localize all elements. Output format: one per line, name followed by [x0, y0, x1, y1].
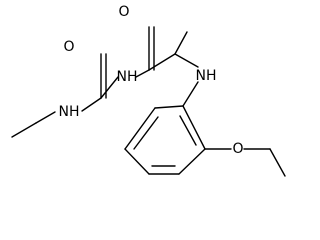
bond-carbonyl-nh2: [100, 76, 119, 99]
ring-bond-5: [178, 148, 206, 175]
bond-nh-carbonyl: [81, 97, 102, 112]
ring-bond-1: [154, 105, 184, 109]
atom-label-group: O O O NH NH NH: [59, 4, 244, 157]
ring-bond-6: [182, 105, 206, 150]
ring-bond-3: [124, 148, 150, 175]
atom-label-nh1: NH: [59, 104, 80, 120]
ring-double-1: [133, 116, 159, 150]
ring-double-3: [179, 115, 197, 146]
bond-group: [11, 26, 286, 177]
bond-nh3-ring: [182, 81, 199, 107]
atom-label-o1: O: [63, 39, 74, 55]
bond-ethyl-end: [269, 148, 286, 177]
bond-ethyl-c2-nh: [35, 111, 56, 124]
molecule-diagram: O O O NH NH NH: [11, 4, 286, 177]
bond-ch-methyl: [174, 31, 188, 55]
structure-svg: O O O NH NH NH: [11, 4, 286, 177]
atom-label-nh3: NH: [196, 68, 217, 84]
atom-label-o2: O: [118, 4, 129, 20]
atom-label-nh2: NH: [117, 69, 138, 85]
bond-ch-nh3: [174, 53, 199, 68]
bond-nh2-acyl: [135, 69, 150, 78]
bond-acyl-ch: [148, 53, 176, 71]
ring-bond-2: [124, 107, 156, 150]
atom-label-o3: O: [232, 141, 243, 157]
bond-ethyl-c1-c2: [11, 122, 37, 138]
